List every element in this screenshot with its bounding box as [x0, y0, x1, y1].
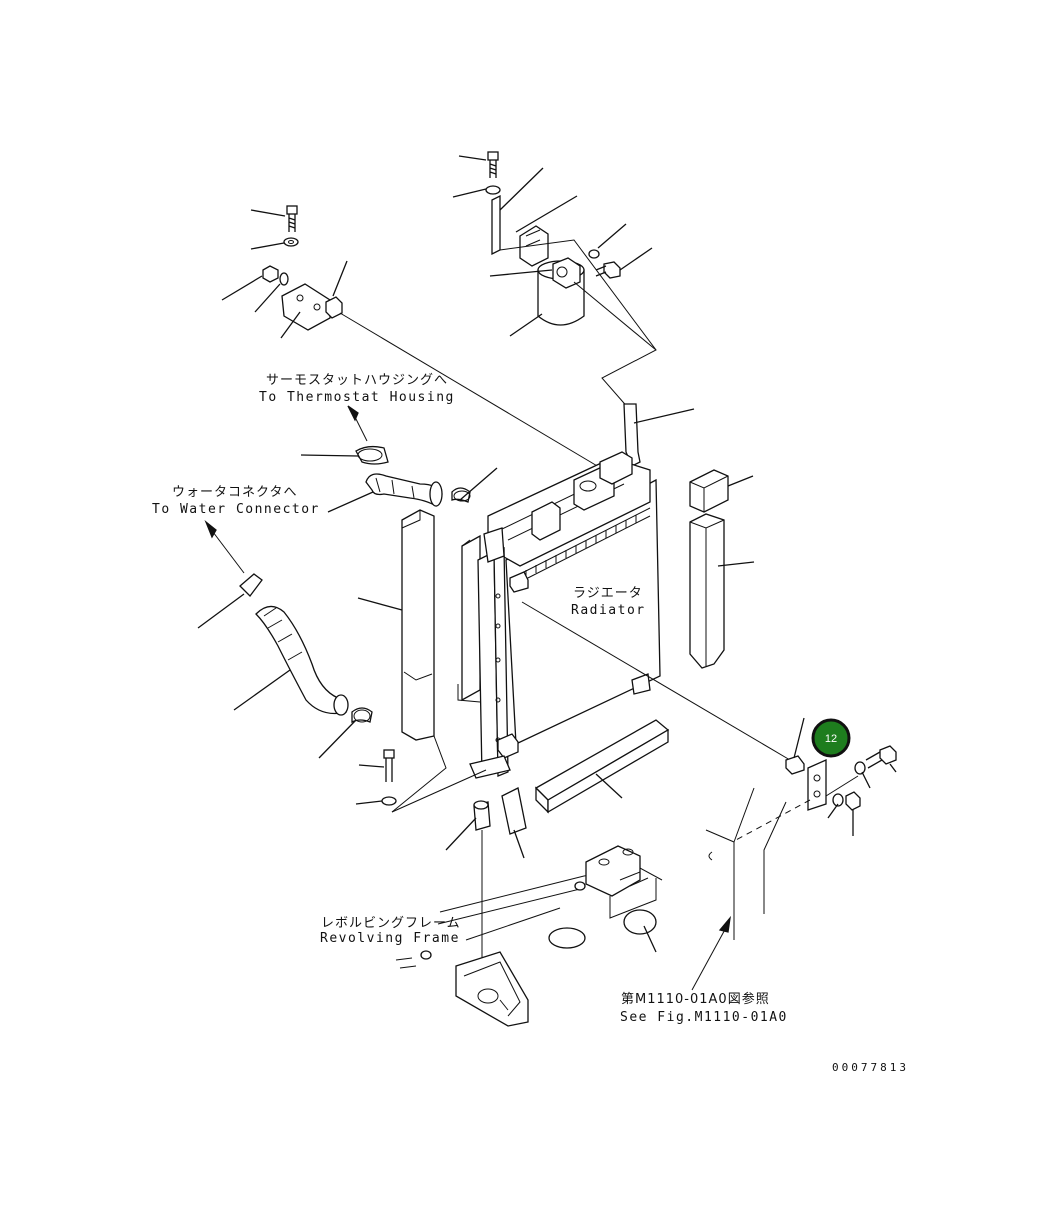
figure-ref-label-en: See Fig.M1110-01A0 [620, 1010, 788, 1025]
drawing-code: 00077813 [832, 1061, 909, 1074]
water-connector-label-jp: ウォータコネクタへ [172, 485, 297, 500]
upper-hose-group [300, 445, 498, 513]
figure-ref-label-jp: 第M1110-01A0図参照 [621, 991, 770, 1007]
lower-hose-group [197, 573, 373, 759]
right-bracket-group: 12 [705, 717, 897, 940]
water-connector-label-group: ウォータコネクタへ To Water Connector [152, 485, 320, 574]
callout-number: 12 [825, 733, 837, 745]
radiator-label-jp: ラジエータ [573, 586, 643, 601]
radiator-group: ラジエータ Radiator [457, 451, 791, 779]
thermostat-label-en: To Thermostat Housing [259, 390, 455, 405]
bottom-seal-group [534, 719, 670, 814]
figure-reference-group: 第M1110-01A0図参照 See Fig.M1110-01A0 [620, 915, 788, 1025]
thermostat-label-jp: サーモスタットハウジングへ [266, 373, 448, 388]
right-seals-group [689, 469, 755, 669]
left-baffle-group [357, 509, 435, 741]
lower-left-fasteners [355, 735, 487, 813]
revolving-frame-label-jp: レボルビングフレーム [321, 916, 461, 931]
mount-and-frame-group: レボルビングフレーム Revolving Frame [320, 787, 663, 1027]
thermostat-label-group: サーモスタットハウジングへ To Thermostat Housing [259, 373, 455, 442]
radiator-label-en: Radiator [571, 603, 646, 618]
reservoir-tank-group [452, 151, 695, 467]
callout-badge[interactable] [811, 718, 851, 758]
thermostat-bracket-group [221, 205, 605, 471]
water-connector-label-en: To Water Connector [152, 502, 320, 517]
revolving-frame-label-en: Revolving Frame [320, 931, 460, 946]
